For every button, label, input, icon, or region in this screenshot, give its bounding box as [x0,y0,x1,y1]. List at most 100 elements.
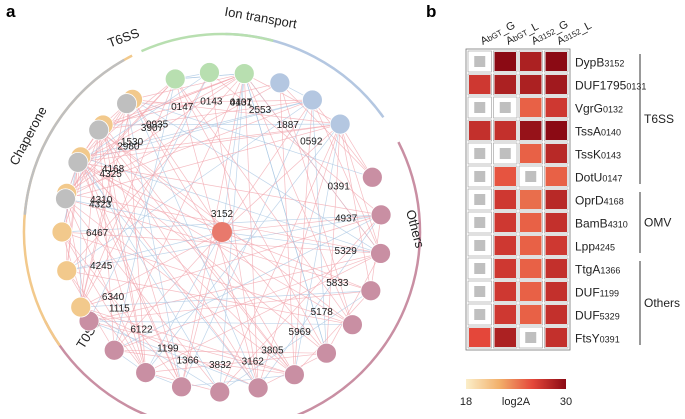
network-edge [80,156,381,254]
network-edge [61,231,146,373]
network-node [329,113,351,135]
group-arc [140,32,274,53]
node-label: 5969 [289,327,312,338]
node-label: 5178 [311,307,334,318]
node-label: 5833 [326,278,349,289]
network-edge [126,103,147,373]
row-label: DUF1199 [575,286,619,300]
heatmap-cell [545,236,567,255]
row-label: DotU0147 [575,171,622,185]
network-edge [77,162,295,375]
network-edge [65,198,146,373]
network-node [199,62,220,83]
network-edge [294,99,313,375]
heatmap-cell [520,305,542,324]
heatmap-cell-missing [474,286,486,297]
network-edge [80,156,259,389]
network-edge [103,123,341,126]
heatmap-cell [545,190,567,209]
network-node [88,119,110,141]
network-edge [80,103,127,308]
network-edge [65,99,133,199]
heatmap-cell-missing [474,56,486,67]
row-label: TssA0140 [575,125,621,139]
heatmap-cell [494,259,516,278]
network-edge [132,99,259,389]
network-edge [77,73,245,163]
network-edge [80,156,146,373]
row-label: Lpp4245 [575,240,615,254]
network-edge [66,270,146,373]
network-edge [65,82,281,200]
network-edge [65,198,221,393]
heatmap-cell [469,121,491,140]
network-edge [65,78,176,199]
network-node [233,63,255,84]
group-label: OMV [644,216,671,230]
network-edge [219,73,245,393]
center-node-label: 3152 [211,209,234,220]
heatmap-cell [469,328,491,347]
network-edge [80,123,341,158]
group-label: T6SS [106,25,142,50]
network-edge [65,103,127,199]
row-label: DUF17950131 [575,79,646,93]
node-label: 6122 [130,325,153,336]
heatmap-cell-missing [525,332,537,343]
group-label: Others [644,296,680,310]
node-label: 4407 [230,97,253,108]
network-edge [77,123,341,163]
network-node [55,188,76,210]
network-edge [77,162,223,233]
network-edge [80,129,100,308]
heatmap-cell [520,121,542,140]
heatmap-cell [494,121,516,140]
group-label: Ion transport [224,4,299,32]
heatmap-cell [494,282,516,301]
network-edge [126,99,313,104]
network-edge [98,129,295,375]
heatmap-cell [520,190,542,209]
network-edge [244,73,341,125]
network-node [51,221,73,243]
node-label: 1199 [157,344,179,355]
heatmap-cell [469,75,491,94]
heatmap-cell [494,213,516,232]
heatmap-cell-missing [474,148,486,159]
network-edge [66,162,79,271]
network-node [171,376,192,398]
network-edge [66,78,176,194]
network-edge [80,231,223,308]
network-edge [221,231,327,354]
network-node [116,93,138,114]
heatmap-cell-missing [525,171,537,182]
panel-label-a: a [6,2,16,21]
network-edge [221,123,341,233]
column-header: AbGT_L [504,21,541,48]
network-edge [113,231,223,351]
network-edge [174,78,353,325]
network-edge [209,72,259,388]
node-label: 2553 [249,105,272,116]
network-edge [312,99,373,178]
heatmap-cell [494,236,516,255]
node-label: 0143 [200,96,223,107]
network-edge [77,162,382,216]
heatmap-cell [520,236,542,255]
network-edge [326,124,341,354]
network-node [361,166,383,188]
network-edge [65,198,223,233]
network-node [269,72,291,94]
network-edge [66,156,82,271]
network-edge [80,72,210,308]
network-edge [66,270,353,326]
network-edge [221,214,382,233]
heatmap-cell [545,52,567,71]
heatmap-cell [545,121,567,140]
network-edge [113,78,176,351]
row-label: TssK0143 [575,148,621,162]
network-edge [294,290,372,375]
node-label: 0592 [300,136,323,147]
heatmap-cell [494,167,516,186]
